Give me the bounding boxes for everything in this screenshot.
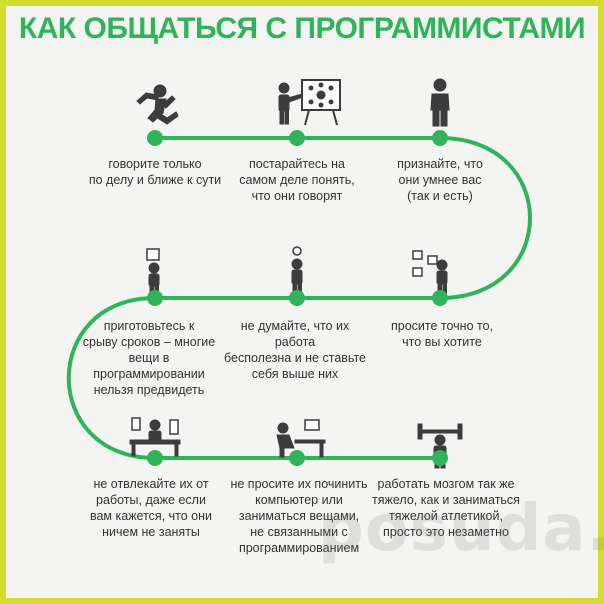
- idea-man-icon: [291, 246, 303, 297]
- step-marker: [432, 130, 448, 146]
- step-marker: [289, 290, 305, 306]
- step-marker: [289, 450, 305, 466]
- step-caption: говорите только по делу и ближе к сути: [88, 157, 222, 187]
- running-man-icon: [136, 84, 179, 125]
- step-marker: [147, 130, 163, 146]
- step-marker: [432, 450, 448, 466]
- page-title: КАК ОБЩАТЬСЯ С ПРОГРАММИСТАМИ: [18, 12, 586, 45]
- calendar-man-icon: [146, 248, 160, 297]
- step-caption: приготовьтесь к срыву сроков – многие ве…: [82, 319, 216, 397]
- standing-man-icon: [430, 78, 450, 127]
- step-marker: [147, 290, 163, 306]
- step-caption: не отвлекайте их от работы, даже если ва…: [89, 477, 213, 539]
- step-caption: не думайте, что их работа бесполезна и н…: [224, 319, 366, 381]
- presenter-icon: [278, 79, 341, 126]
- step-marker: [289, 130, 305, 146]
- watermark: posuda.ru: [318, 492, 604, 566]
- step-caption: работать мозгом так же тяжело, как и зан…: [372, 477, 520, 539]
- step-marker: [147, 450, 163, 466]
- desk-worker-icon: [129, 417, 181, 457]
- thinking-man-icon: [412, 250, 448, 297]
- step-caption: признайте, что они умнее вас (так и есть…: [397, 157, 483, 203]
- step-caption: постарайтесь на самом деле понять, что о…: [239, 157, 355, 203]
- step-caption: просите точно то, что вы хотите: [390, 319, 494, 349]
- step-caption: не просите их починить компьютер или зан…: [230, 477, 368, 555]
- computer-user-icon: [276, 419, 326, 458]
- step-marker: [432, 290, 448, 306]
